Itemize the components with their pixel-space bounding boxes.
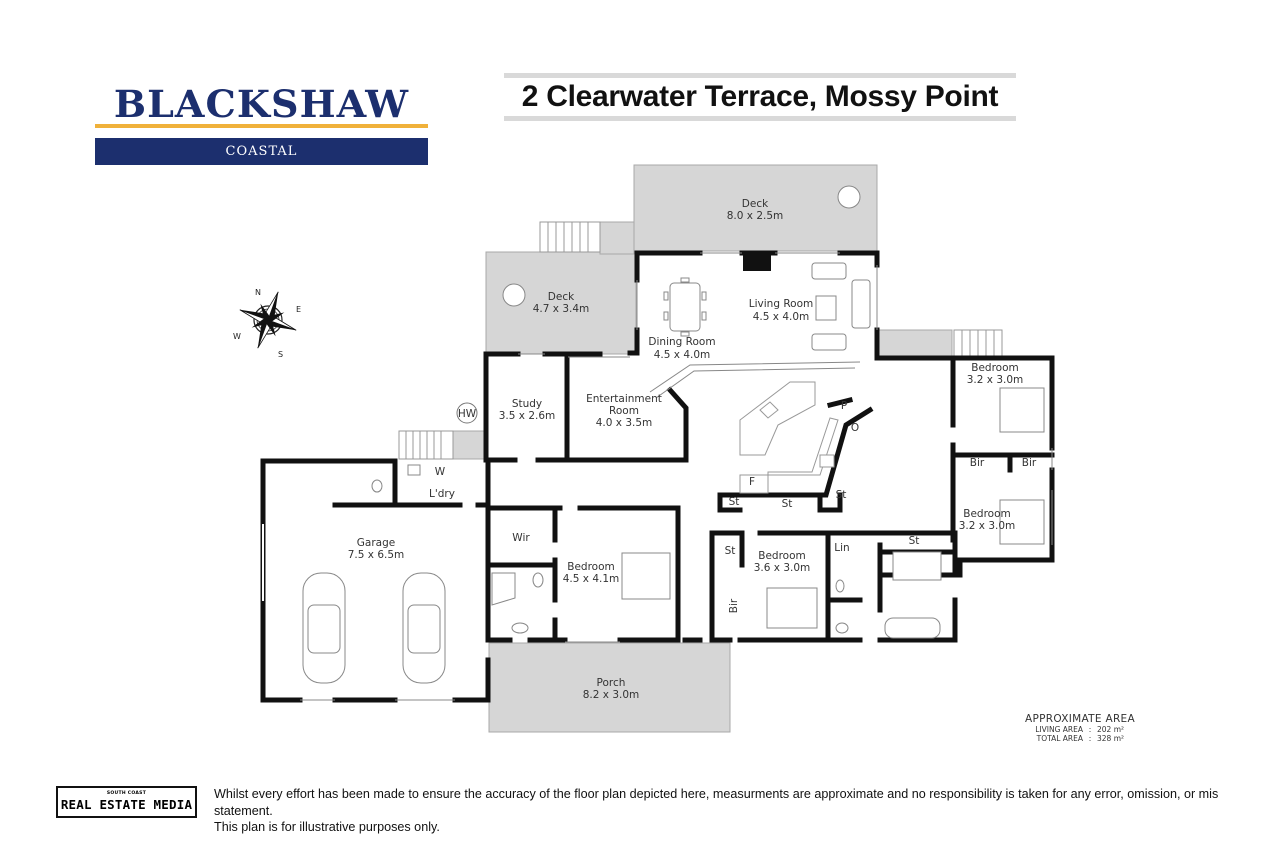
- label-fridge: F: [749, 476, 755, 488]
- room-study-name: Study: [512, 398, 542, 410]
- label-bir-1: Bir: [970, 457, 985, 469]
- brand-logo: BLACKSHAW COASTAL: [95, 84, 428, 165]
- brand-subtitle: COASTAL: [95, 138, 428, 165]
- room-labels: Deck 8.0 x 2.5m Deck 4.7 x 3.4m Living R…: [348, 198, 1037, 701]
- area-row-living: LIVING AREA:202 m²: [1035, 725, 1125, 734]
- label-washer: W: [435, 466, 446, 478]
- room-entertainment-name-2: Room: [609, 405, 639, 417]
- area-title: APPROXIMATE AREA: [1025, 713, 1135, 725]
- page-title-block: 2 Clearwater Terrace, Mossy Point: [504, 73, 1016, 121]
- room-entertainment-size: 4.0 x 3.5m: [596, 417, 653, 429]
- car-icon: [402, 572, 446, 684]
- label-bir-2: Bir: [1022, 457, 1037, 469]
- label-oven: O: [851, 422, 859, 434]
- car-icon: [302, 572, 346, 684]
- approximate-area: APPROXIMATE AREA LIVING AREA:202 m² TOTA…: [1010, 713, 1150, 743]
- room-dining-name: Dining Room: [648, 336, 715, 348]
- room-dining-size: 4.5 x 4.0m: [654, 349, 711, 361]
- label-st-3: St: [836, 489, 847, 501]
- label-pantry: P: [841, 400, 847, 412]
- svg-text:HW: HW: [458, 408, 477, 420]
- room-porch-size: 8.2 x 3.0m: [583, 689, 640, 701]
- stairs: [398, 221, 1003, 460]
- room-bedroom-mid-size: 3.6 x 3.0m: [754, 562, 811, 574]
- rear-step-area: [877, 329, 953, 357]
- room-deck-left-name: Deck: [548, 291, 575, 303]
- compass-e: E: [296, 305, 301, 314]
- label-st-2: St: [782, 498, 793, 510]
- brand-gold-rule: [95, 124, 428, 128]
- porch-area: [488, 642, 731, 733]
- kitchen-bench: [739, 381, 839, 494]
- compass-n: N: [255, 288, 261, 297]
- label-st-5: St: [909, 535, 920, 547]
- room-bedroom-ne-size: 3.2 x 3.0m: [967, 374, 1024, 386]
- room-study-size: 3.5 x 2.6m: [499, 410, 556, 422]
- compass-rose-icon: N E S W: [233, 288, 301, 359]
- room-garage-name: Garage: [357, 537, 395, 549]
- room-bedroom-main-name: Bedroom: [567, 561, 615, 573]
- compass-s: S: [278, 350, 283, 359]
- real-estate-media-logo: SOUTH COAST REAL ESTATE MEDIA: [56, 786, 197, 818]
- room-bedroom-e-size: 3.2 x 3.0m: [959, 520, 1016, 532]
- label-wir: Wir: [512, 532, 530, 544]
- page-title: 2 Clearwater Terrace, Mossy Point: [521, 80, 999, 113]
- room-bedroom-mid-name: Bedroom: [758, 550, 806, 562]
- title-rule-bottom: [504, 116, 1016, 121]
- disclaimer: Whilst every effort has been made to ens…: [214, 786, 1224, 836]
- room-deck-left-size: 4.7 x 3.4m: [533, 303, 590, 315]
- deck-top-area: [633, 164, 878, 252]
- label-lin: Lin: [834, 542, 849, 554]
- laundry-step-area: [452, 430, 486, 460]
- room-bedroom-main-size: 4.5 x 4.1m: [563, 573, 620, 585]
- windows: [300, 252, 1053, 701]
- room-living-name: Living Room: [749, 298, 813, 310]
- room-deck-top-name: Deck: [742, 198, 769, 210]
- room-garage-size: 7.5 x 6.5m: [348, 549, 405, 561]
- room-porch-name: Porch: [597, 677, 626, 689]
- label-st-1: St: [729, 496, 740, 508]
- room-deck-top-size: 8.0 x 2.5m: [727, 210, 784, 222]
- hot-water-unit: HW: [456, 402, 478, 424]
- title-rule-top: [504, 73, 1016, 78]
- deck-left-area: [485, 251, 637, 355]
- deck-landing: [599, 221, 635, 255]
- compass-w: W: [233, 332, 241, 341]
- room-bedroom-ne-name: Bedroom: [971, 362, 1019, 374]
- label-st-4: St: [725, 545, 736, 557]
- disclaimer-line-2: This plan is for illustrative purposes o…: [214, 820, 440, 834]
- label-bir-3: Bir: [728, 598, 740, 613]
- room-bedroom-e-name: Bedroom: [963, 508, 1011, 520]
- outdoor-areas: [452, 164, 953, 733]
- room-living-size: 4.5 x 4.0m: [753, 311, 810, 323]
- brand-name: BLACKSHAW: [113, 82, 410, 126]
- disclaimer-line-1: Whilst every effort has been made to ens…: [214, 787, 1219, 818]
- label-laundry: L'dry: [429, 488, 455, 500]
- furniture: [371, 185, 1045, 639]
- room-entertainment-name-1: Entertainment: [586, 393, 662, 405]
- area-row-total: TOTAL AREA:328 m²: [1036, 734, 1125, 743]
